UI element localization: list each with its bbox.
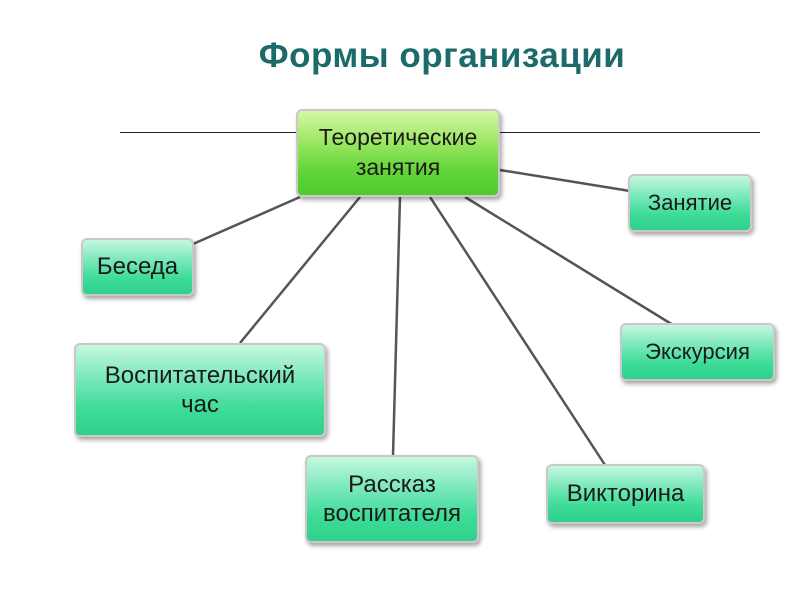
node-vospitatelskiy-chas: Воспитательский час <box>74 343 326 437</box>
node-label: Теоретические занятия <box>318 124 478 180</box>
node-ekskursiya: Экскурсия <box>620 323 775 381</box>
connector-to-beseda <box>192 195 301 246</box>
node-label: Занятие <box>647 189 733 215</box>
node-label: Рассказ воспитателя <box>322 470 462 527</box>
connector-to-ekskursiya <box>464 195 674 327</box>
connector-to-vospitatelskiy-chas <box>239 196 361 344</box>
node-label: Воспитательский час <box>104 361 296 418</box>
node-label: Беседа <box>96 253 179 281</box>
connector-to-viktorina <box>428 196 607 466</box>
diagram-title: Формы организации <box>258 36 626 75</box>
node-label: Викторина <box>566 480 685 508</box>
node-beseda: Беседа <box>81 238 194 296</box>
node-viktorina: Викторина <box>546 464 705 524</box>
node-teoreticheskie-zanyatiya: Теоретические занятия <box>296 109 500 197</box>
connector-to-rasskaz <box>391 196 402 457</box>
connector-to-zanyatie <box>499 168 631 193</box>
divider-line-right <box>500 132 760 133</box>
divider-line-left <box>120 132 296 133</box>
node-label: Экскурсия <box>645 338 750 364</box>
node-zanyatie: Занятие <box>628 174 752 232</box>
node-rasskaz-vospitatelya: Рассказ воспитателя <box>305 455 479 543</box>
